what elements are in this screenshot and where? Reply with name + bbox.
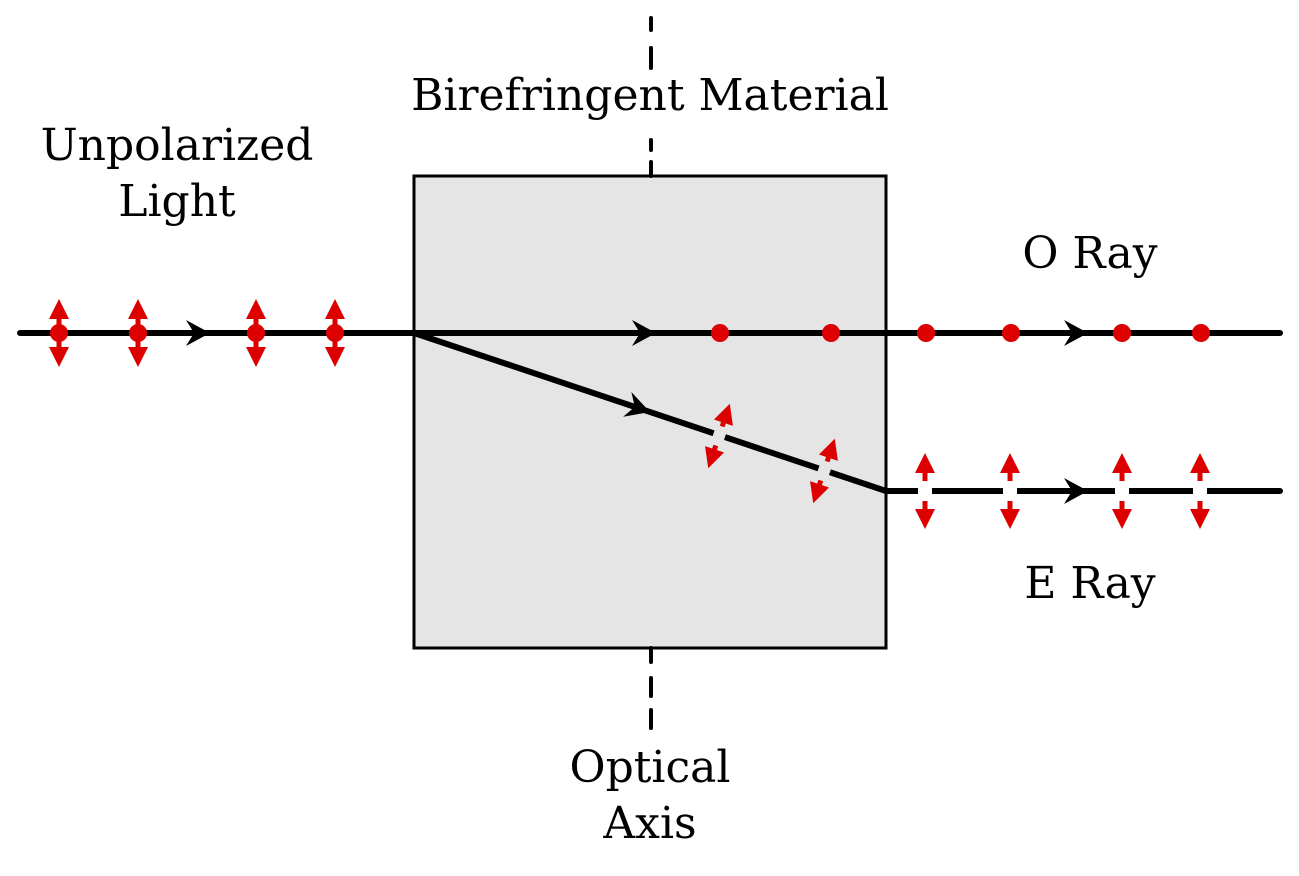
direction-arrow-icons [186, 320, 1088, 504]
axis-label-line1: Optical [570, 742, 731, 793]
input-label-line2: Light [118, 176, 236, 227]
o-ray-polarization-dots [711, 324, 1210, 342]
axis-label-line2: Axis [602, 798, 696, 849]
o-ray-label: O Ray [1022, 228, 1157, 279]
e-ray-inside-markers [705, 403, 838, 504]
unpolarized-markers [49, 299, 345, 367]
e-ray-polarization-markers [915, 453, 1210, 529]
title-label: Birefringent Material [411, 70, 889, 121]
input-label-line1: Unpolarized [41, 120, 314, 171]
e-ray-label: E Ray [1024, 558, 1155, 609]
